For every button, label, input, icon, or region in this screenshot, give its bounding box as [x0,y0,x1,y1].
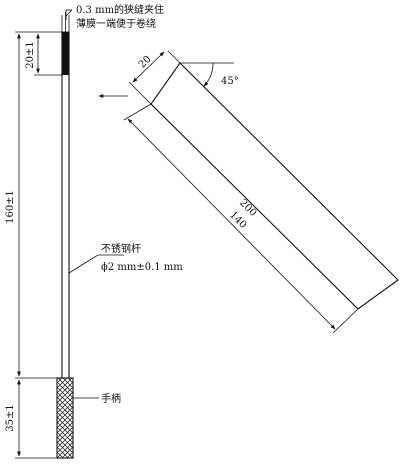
rod-spec-label: ϕ2 mm±0.1 mm [101,262,183,273]
slit-note-line1: 0.3 mm的狭缝夹住 [76,3,164,16]
steel-rod [61,31,70,378]
dim-slit-length-text: 20±1 [25,41,36,68]
handle [56,377,74,459]
dim-film-length [123,103,359,334]
rod-leader [68,254,124,274]
dim-total-length-text: 160±1 [5,190,16,224]
dim-film-width [128,50,181,105]
slit-note-line2: 薄膜一端便于卷绕 [76,17,156,30]
dim-handle-length-text: 35±1 [5,404,16,431]
handle-label: 手柄 [101,392,121,405]
film-angle-text: 45° [221,76,239,87]
slit-leader [65,9,73,20]
rod-name-label: 不锈钢杆 [101,242,141,255]
slit-region [61,12,70,75]
film-strip [150,62,399,310]
dim-film-width-text: 20 [137,54,154,71]
dim-extension-lines [15,31,62,459]
